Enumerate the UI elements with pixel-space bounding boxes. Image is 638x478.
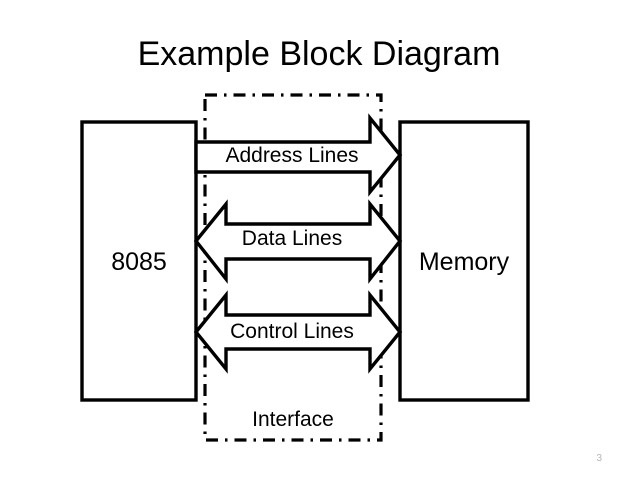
interface-label: Interface: [252, 408, 334, 431]
page-title: Example Block Diagram: [137, 35, 501, 73]
arrow-data-lines: [193, 199, 403, 284]
page-number: 3: [596, 453, 602, 464]
block-8085-label: 8085: [111, 248, 167, 276]
arrow-control-lines: [193, 290, 403, 374]
block-memory: [398, 120, 530, 402]
bus-control-lines-label: Control Lines: [230, 320, 354, 343]
bus-data-lines-label: Data Lines: [241, 227, 343, 250]
block-8085: [80, 120, 198, 402]
bus-address-lines-label: Address Lines: [225, 144, 359, 167]
arrow-address-lines: [194, 113, 403, 197]
block-memory-label: Memory: [418, 248, 510, 276]
